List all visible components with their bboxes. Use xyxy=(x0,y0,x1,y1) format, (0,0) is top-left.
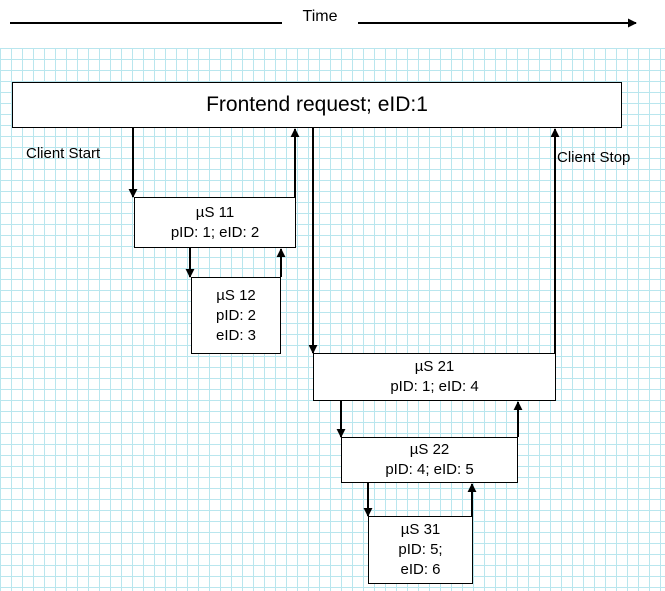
service-eid: eID: 6 xyxy=(400,561,441,578)
service-eid: eID: 3 xyxy=(215,326,257,344)
service-box-s11: µS 11 pID: 1; eID: 2 xyxy=(134,197,296,248)
service-ids: pID: 1; eID: 4 xyxy=(390,378,479,395)
service-name: µS 12 xyxy=(216,286,256,304)
frontend-request-label: Frontend request; eID:1 xyxy=(206,93,428,116)
client-stop-label: Client Stop xyxy=(557,149,631,166)
service-name: µS 22 xyxy=(409,441,450,458)
service-box-s21: µS 21 pID: 1; eID: 4 xyxy=(313,353,556,401)
client-start-label: Client Start xyxy=(26,145,101,162)
service-box-s31: µS 31 pID: 5; eID: 6 xyxy=(368,516,473,584)
service-box-s22: µS 22 pID: 4; eID: 5 xyxy=(341,437,518,483)
service-name: µS 21 xyxy=(414,358,455,375)
service-ids: pID: 4; eID: 5 xyxy=(385,461,474,478)
service-box-s12: µS 12 pID: 2 eID: 3 xyxy=(191,277,281,354)
time-label: Time xyxy=(302,8,338,25)
service-name: µS 31 xyxy=(400,521,441,538)
frontend-request-box: Frontend request; eID:1 xyxy=(12,82,622,128)
service-pid: pID: 5; xyxy=(398,541,443,558)
service-pid: pID: 2 xyxy=(215,306,257,324)
service-name: µS 11 xyxy=(195,203,235,221)
service-ids: pID: 1; eID: 2 xyxy=(170,223,260,241)
